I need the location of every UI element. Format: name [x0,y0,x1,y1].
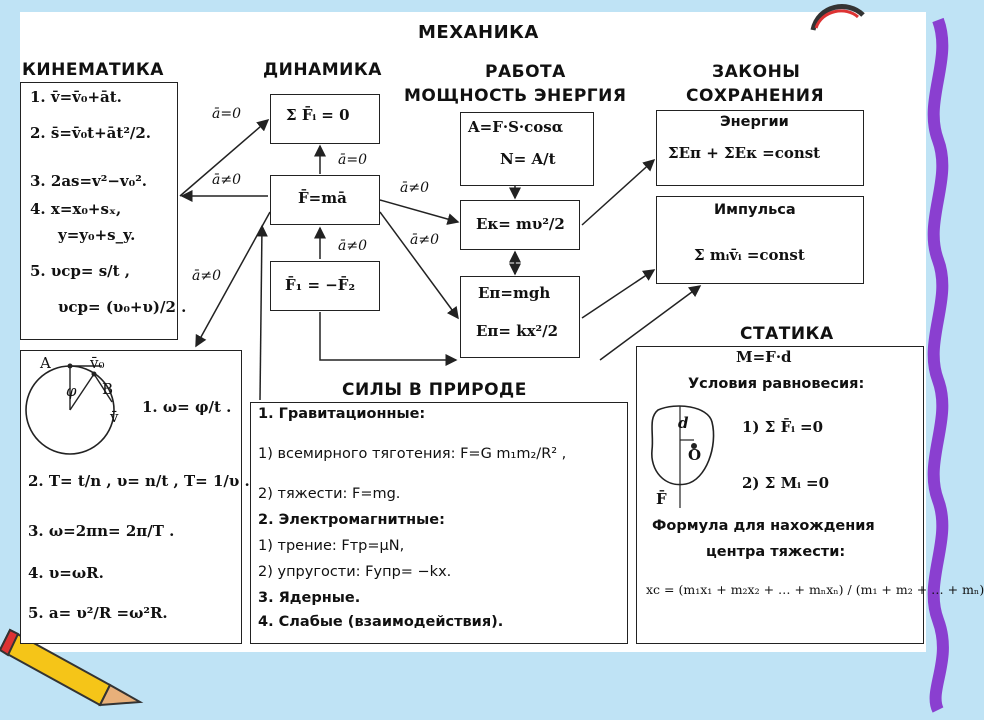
connector-arrows [179,119,702,401]
forces-line-8: 4. Слабые (взаимодействия). [258,614,504,630]
forces-line-5: 1) трение: Fтр=μN, [258,538,405,554]
moment-formula: M=F·d [736,348,792,366]
rotation-formula-4: 4. υ=ωR. [28,564,104,582]
second-law-box [270,175,380,225]
work-power-box [460,112,594,186]
rotation-circle-figure [25,363,115,455]
kinetic-energy-box [460,200,580,250]
potential-energy-box [460,276,580,358]
momentum-conservation-box [656,196,864,284]
forces-box [250,402,628,644]
work-formula: A=F·S·cosα [468,118,564,136]
arrow-label-a-zero-left: ā=0 [212,106,241,122]
rotation-box [20,350,242,644]
forces-line-6: 2) упругости: Fупр= −kx. [258,564,452,580]
rotation-formula-1: 1. ω= φ/t . [142,398,232,416]
conservation-header-line1: ЗАКОНЫ [712,62,801,82]
arrow-label-a-nonzero-low: ā≠0 [192,268,221,284]
work-header-line1: РАБОТА [485,62,566,82]
momentum-conservation-formula: Σ mᵢv̄ᵢ =const [694,246,805,264]
force-label: F̄ [656,490,667,508]
cog-title-line2: центра тяжести: [706,544,846,560]
work-header-line2: МОЩНОСТЬ ЭНЕРГИЯ [404,86,627,106]
kinematics-formula-1: 1. v̄=v̄₀+āt. [30,88,122,106]
kinematics-formula-5a: 5. υср= s/t , [30,262,130,280]
third-law-formula: F̄₁ = −F̄₂ [285,276,356,294]
arrow-label-a-nonzero-mid: ā≠0 [338,238,367,254]
arrow-label-a-nonzero-left: ā≠0 [212,172,241,188]
d-label: d [678,414,689,432]
dynamics-header: ДИНАМИКА [263,60,382,80]
kinematics-formula-3: 3. 2as=v²−v₀². [30,172,147,190]
forces-line-1: 1. Гравитационные: [258,406,426,422]
kinematics-formula-4a: 4. x=x₀+sₓ, [30,200,122,218]
rotation-formula-5: 5. a= υ²/R =ω²R. [28,604,168,622]
o-label: O [688,446,702,464]
kinematics-box [20,82,178,340]
phi-label: φ [66,382,77,400]
kinematics-formula-2: 2. s̄=v̄₀t+āt²/2. [30,124,152,142]
equilibrium-condition-1: 1) Σ F̄ᵢ =0 [742,418,824,436]
first-law-box [270,94,380,144]
kinematics-formula-5b: υср= (υ₀+υ)/2 . [58,298,187,316]
pencil-decoration [0,628,144,707]
kinematics-header: КИНЕМАТИКА [22,60,164,80]
point-b-label: B [102,380,114,398]
equilibrium-title: Условия равновесия: [688,376,865,392]
potential-gravity-formula: Eп=mgh [478,284,551,302]
forces-line-4: 2. Электромагнитные: [258,512,445,528]
statics-box [636,346,924,644]
arrow-label-a-nonzero-right2: ā≠0 [410,232,439,248]
ribbon-decoration [927,17,949,713]
forces-header: СИЛЫ В ПРИРОДЕ [342,380,527,400]
v-label: v̄ [110,408,119,426]
forces-line-7: 3. Ядерные. [258,590,361,606]
kinematics-formula-4b: y=y₀+s_y. [58,226,136,244]
forces-line-3: 2) тяжести: F=mg. [258,486,401,502]
second-law-formula: F̄=mā [298,189,347,207]
energy-conservation-box [656,110,864,186]
potential-spring-formula: Eп= kx²/2 [476,322,559,340]
arrow-label-a-zero-mid: ā=0 [338,152,367,168]
point-a-label: A [40,354,51,372]
rotation-formula-3: 3. ω=2πn= 2π/T . [28,522,175,540]
clip-decoration [810,4,865,31]
third-law-box [270,261,380,311]
statics-header: СТАТИКА [740,324,834,344]
first-law-formula: Σ F̄ᵢ = 0 [286,106,350,124]
power-formula: N= A/t [500,150,556,168]
body-figure [651,405,715,508]
energy-conservation-title: Энергии [720,114,789,130]
conservation-header-line2: СОХРАНЕНИЯ [686,86,825,106]
arrow-label-a-nonzero-right: ā≠0 [400,180,429,196]
cog-title-line1: Формула для нахождения [652,518,875,534]
v0-label: v̄₀ [90,354,105,372]
forces-line-2: 1) всемирного тяготения: F=G m₁m₂/R² , [258,446,567,462]
page-title: МЕХАНИКА [418,22,539,43]
momentum-conservation-title: Импульса [714,202,796,218]
cog-formula: xc = (m₁x₁ + m₂x₂ + … + mₙxₙ) / (m₁ + m₂… [646,582,984,597]
energy-conservation-formula: ΣEп + ΣEк =const [668,144,821,162]
kinetic-energy-formula: Eк= mυ²/2 [476,215,565,233]
rotation-formula-2: 2. T= t/n , υ= n/t , T= 1/υ . [28,472,250,490]
equilibrium-condition-2: 2) Σ Mᵢ =0 [742,474,830,492]
